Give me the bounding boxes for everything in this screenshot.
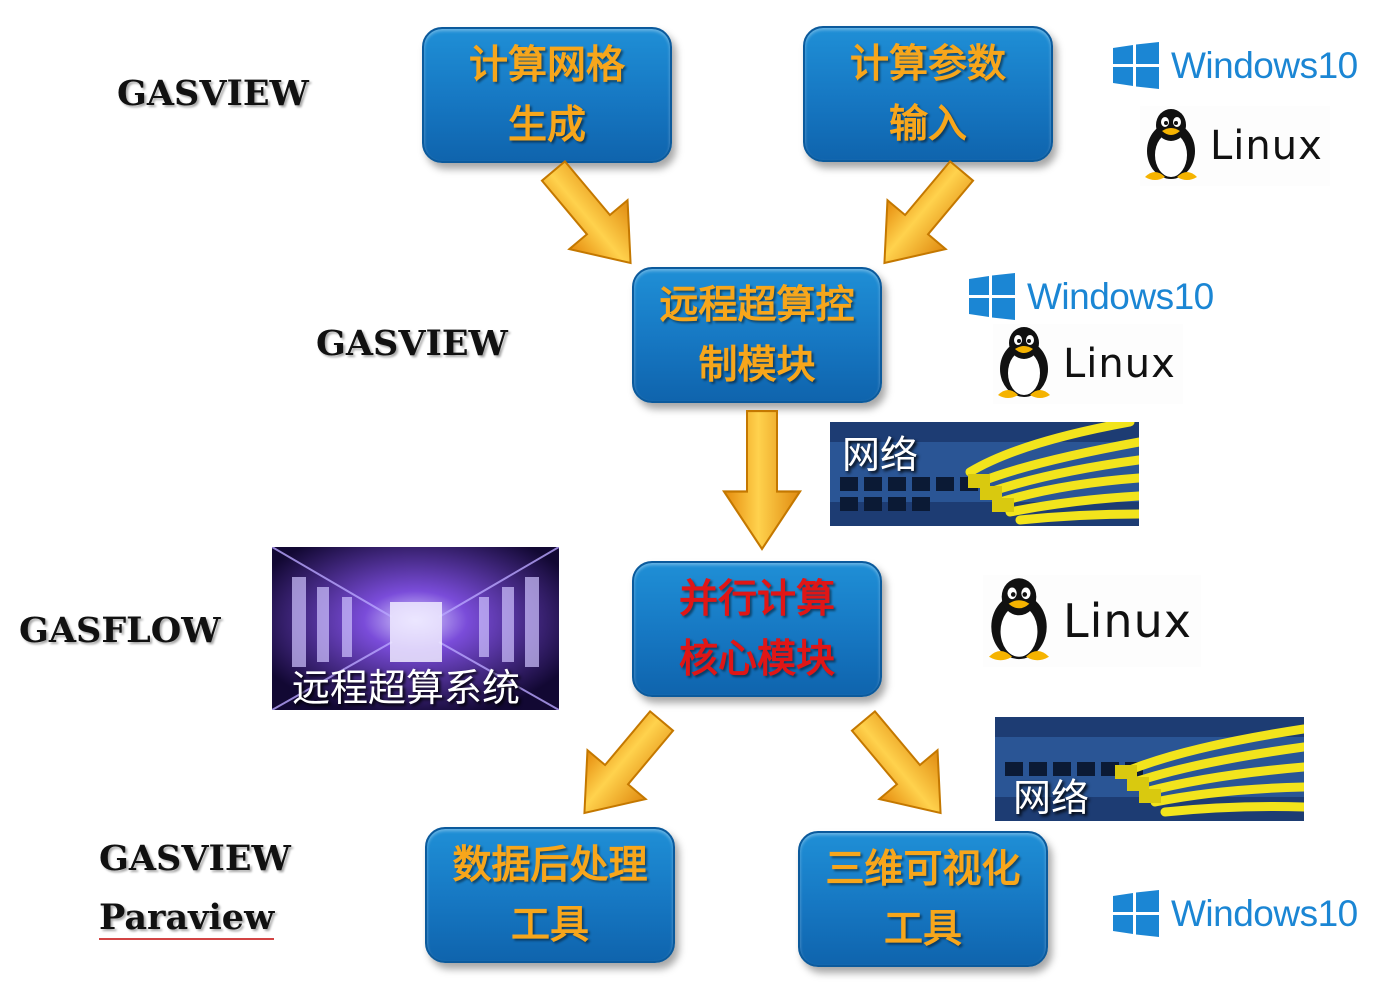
network-photo-1: 网络 — [830, 422, 1139, 526]
postprocess-box[interactable]: 数据后处理工具 — [425, 827, 675, 963]
windows10-text-2: Windows10 — [1027, 275, 1214, 317]
gasview-label-1: GASVIEW — [117, 73, 309, 114]
postprocess-box-line-2: 工具 — [510, 902, 589, 948]
gasview-label-3: GASVIEW — [99, 838, 291, 879]
linux-logo-3: Linux — [983, 575, 1201, 667]
mesh-generation-box[interactable]: 计算网格生成 — [422, 27, 672, 163]
windows10-logo-2: Windows10 — [969, 273, 1214, 320]
visualization-box[interactable]: 三维可视化工具 — [798, 831, 1048, 967]
network-caption-1: 网络 — [842, 433, 919, 477]
tux-penguin-icon — [989, 578, 1049, 661]
supercomputer-caption: 远程超算系统 — [292, 666, 521, 710]
linux-logo-2: Linux — [993, 324, 1183, 404]
params-box-line-1: 计算参数 — [849, 41, 1006, 87]
tux-penguin-icon — [1145, 109, 1197, 180]
postprocess-box-line-1: 数据后处理 — [452, 842, 648, 888]
arrow-mesh-to-remote — [523, 155, 660, 285]
tux-penguin-icon — [998, 327, 1050, 398]
arrow-parallel-to-visualization — [833, 705, 970, 835]
params-input-box[interactable]: 计算参数输入 — [803, 26, 1053, 162]
windows-icon — [1113, 890, 1159, 937]
supercomputer-photo: 远程超算系统 — [272, 547, 559, 710]
linux-text-3: Linux — [1063, 594, 1192, 648]
windows10-text-1: Windows10 — [1171, 44, 1358, 86]
remote-box-line-1: 远程超算控 — [659, 282, 855, 328]
parallel-box-line-1: 并行计算 — [678, 576, 835, 622]
paraview-label: Paraview — [99, 897, 275, 940]
mesh-box-line-1: 计算网格 — [468, 42, 625, 88]
arrow-parallel-to-postprocess — [555, 705, 692, 835]
network-cables-image — [830, 422, 1139, 526]
windows-icon — [969, 273, 1015, 320]
arrow-params-to-remote — [855, 155, 992, 285]
vis-box-line-2: 工具 — [883, 906, 962, 952]
parallel-box-line-2: 核心模块 — [678, 636, 835, 682]
windows10-logo-1: Windows10 — [1113, 42, 1358, 89]
network-caption-2: 网络 — [1013, 776, 1090, 820]
gasview-label-2: GASVIEW — [316, 323, 508, 364]
windows-icon — [1113, 42, 1159, 89]
linux-text-1: Linux — [1210, 123, 1323, 169]
windows10-text-3: Windows10 — [1171, 892, 1358, 934]
gasflow-label: GASFLOW — [19, 610, 221, 651]
linux-text-2: Linux — [1063, 341, 1176, 387]
remote-control-box[interactable]: 远程超算控制模块 — [632, 267, 882, 403]
arrow-remote-to-parallel — [722, 410, 802, 551]
linux-logo-1: Linux — [1140, 106, 1330, 186]
datacenter-image — [272, 547, 559, 710]
parallel-core-box[interactable]: 并行计算核心模块 — [632, 561, 882, 697]
windows10-logo-3: Windows10 — [1113, 890, 1358, 937]
network-cables-image — [995, 717, 1304, 821]
network-photo-2: 网络 — [995, 717, 1304, 821]
params-box-line-2: 输入 — [888, 101, 967, 147]
remote-box-line-2: 制模块 — [698, 342, 816, 388]
mesh-box-line-2: 生成 — [507, 102, 586, 148]
vis-box-line-1: 三维可视化 — [825, 846, 1021, 892]
